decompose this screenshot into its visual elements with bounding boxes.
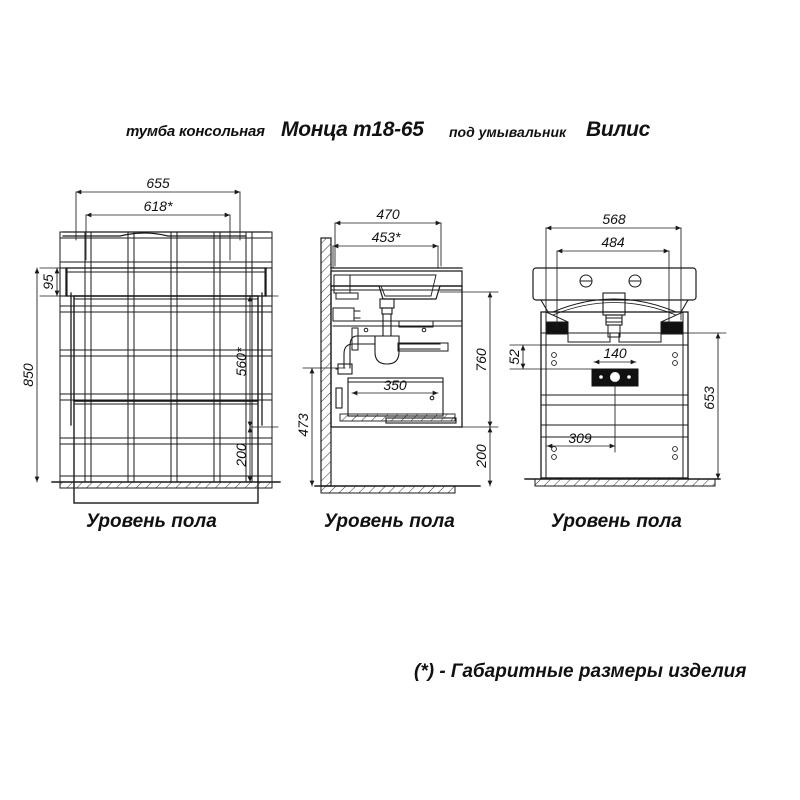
side-floor-line <box>314 485 481 494</box>
rear-center-bracket <box>591 368 639 387</box>
side-plumbing-siphon <box>335 298 400 375</box>
dim-label-95: 95 <box>40 274 56 290</box>
rear-tap-holes <box>579 274 642 288</box>
side-lower-drawer <box>335 377 457 424</box>
rear-view-drawing <box>509 225 727 487</box>
side-cabinet-outline <box>330 285 463 428</box>
front-cabinet-sides <box>70 292 263 426</box>
dim-rear-52 <box>509 344 601 370</box>
dim-front-560 <box>247 295 279 428</box>
dim-label-560: 560* <box>233 347 249 376</box>
dim-label-side-200: 200 <box>473 444 489 469</box>
dim-label-140: 140 <box>603 345 627 361</box>
dim-front-655 <box>75 189 241 241</box>
floor-level-label-front: Уровень пола <box>86 511 217 532</box>
dim-label-350: 350 <box>383 377 407 393</box>
title-basin: Вилис <box>586 118 651 141</box>
dim-side-760 <box>439 291 499 428</box>
dim-label-850: 850 <box>20 363 36 387</box>
side-wall <box>320 237 332 487</box>
title-prefix: тумба консольная <box>126 123 265 140</box>
front-view-drawing <box>34 189 281 504</box>
dim-front-618 <box>85 212 231 261</box>
title-model: Монца т18-65 <box>281 118 424 141</box>
side-upper-drawer <box>332 320 463 352</box>
side-view-drawing <box>302 220 499 494</box>
dim-label-760: 760 <box>473 348 489 372</box>
rear-floor-line <box>524 478 721 487</box>
dim-label-470: 470 <box>376 206 400 222</box>
dim-label-front-200: 200 <box>233 443 249 468</box>
side-valve-box <box>332 274 361 322</box>
front-cabinet-body <box>73 295 259 504</box>
dim-label-568: 568 <box>602 211 626 227</box>
side-washbasin <box>330 267 463 300</box>
dim-label-309: 309 <box>568 430 592 446</box>
dim-label-453: 453* <box>372 229 401 245</box>
dim-label-473: 473 <box>295 413 311 437</box>
dim-side-453 <box>332 243 439 269</box>
dim-label-52: 52 <box>506 349 522 365</box>
rear-washbasin <box>532 267 697 338</box>
floor-level-label-rear: Уровень пола <box>551 511 682 532</box>
floor-level-label-side: Уровень пола <box>324 511 455 532</box>
dim-label-653: 653 <box>701 386 717 410</box>
dim-front-95 <box>39 267 76 297</box>
dim-rear-653 <box>679 332 727 480</box>
footnote-text: (*) - Габаритные размеры изделия <box>414 661 747 682</box>
dim-label-618: 618* <box>144 198 173 214</box>
front-floor-line <box>51 481 281 489</box>
title-middle: под умывальник <box>449 124 567 140</box>
dim-rear-309 <box>546 381 616 453</box>
dim-label-484: 484 <box>601 234 625 250</box>
dim-label-655: 655 <box>146 175 170 191</box>
front-washbasin <box>62 231 270 237</box>
dim-side-473 <box>302 367 346 487</box>
dim-rear-484 <box>556 248 670 331</box>
dim-rear-568 <box>545 225 682 321</box>
rear-cabinet-body <box>540 311 689 479</box>
front-countertop <box>59 267 273 297</box>
rear-screw-holes <box>551 352 678 460</box>
